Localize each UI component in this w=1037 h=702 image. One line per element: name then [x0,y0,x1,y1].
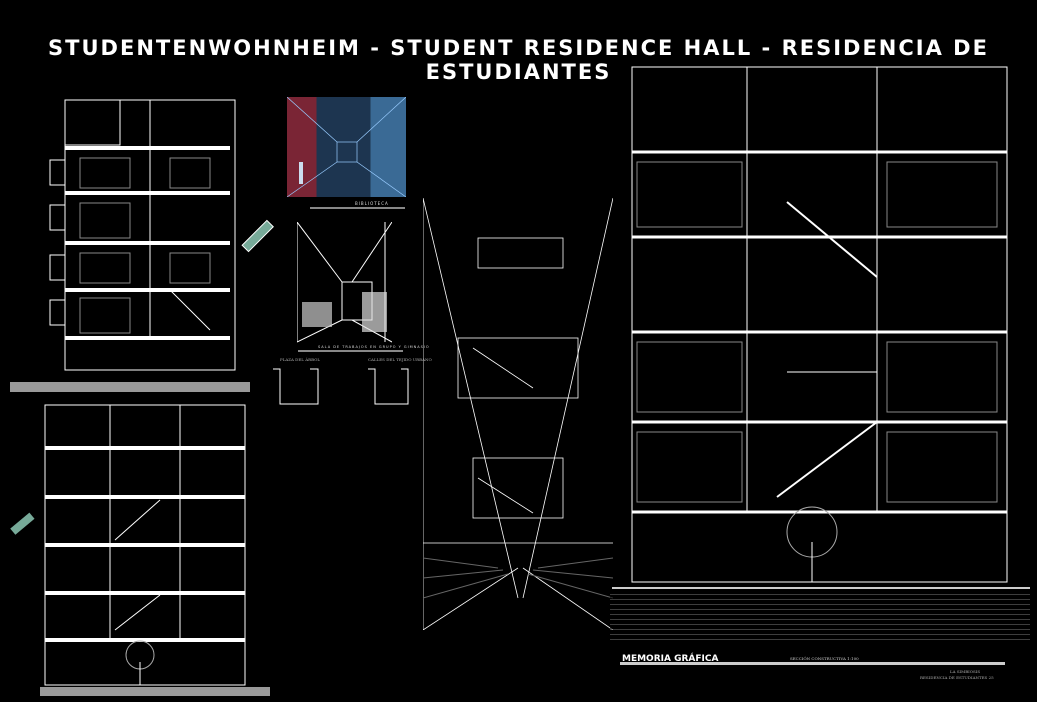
plan-left-label: PLAZA DEL ÁRBOL [280,357,321,362]
render-workroom [297,222,392,343]
central-perspective [423,198,613,630]
poster-title: STUDENTENWOHNHEIM - STUDENT RESIDENCE HA… [48,36,989,84]
section-label: SECCIÓN CONSTRUCTIVA 1:100 [790,656,859,661]
memoria-heading: MEMORIA GRÁFICA [622,654,719,664]
section-drawing-bottom-left [10,404,270,696]
subtitle-text: RESIDENCIA DE ESTUDIANTES [920,675,988,680]
north-arrow-icon [241,219,274,253]
section-drawing-top-left [10,99,250,392]
small-plans [273,368,409,405]
sheet-number: 25 [988,675,994,680]
render-library [287,97,406,197]
constructive-section-right [612,66,1030,589]
render-library-lines [287,97,406,197]
description-text-block [610,592,1030,642]
plan-right-label: CALLES DEL TEJIDO URBANO [368,357,432,362]
project-name: LA SIMBIOSIS [950,669,981,674]
project-subtitle: RESIDENCIA DE ESTUDIANTES 25 [920,675,994,680]
render-library-caption: BIBLIOTECA [355,201,389,206]
render-workroom-caption: SALA DE TRABAJOS EN GRUPO Y GIMNASIO [318,345,430,349]
